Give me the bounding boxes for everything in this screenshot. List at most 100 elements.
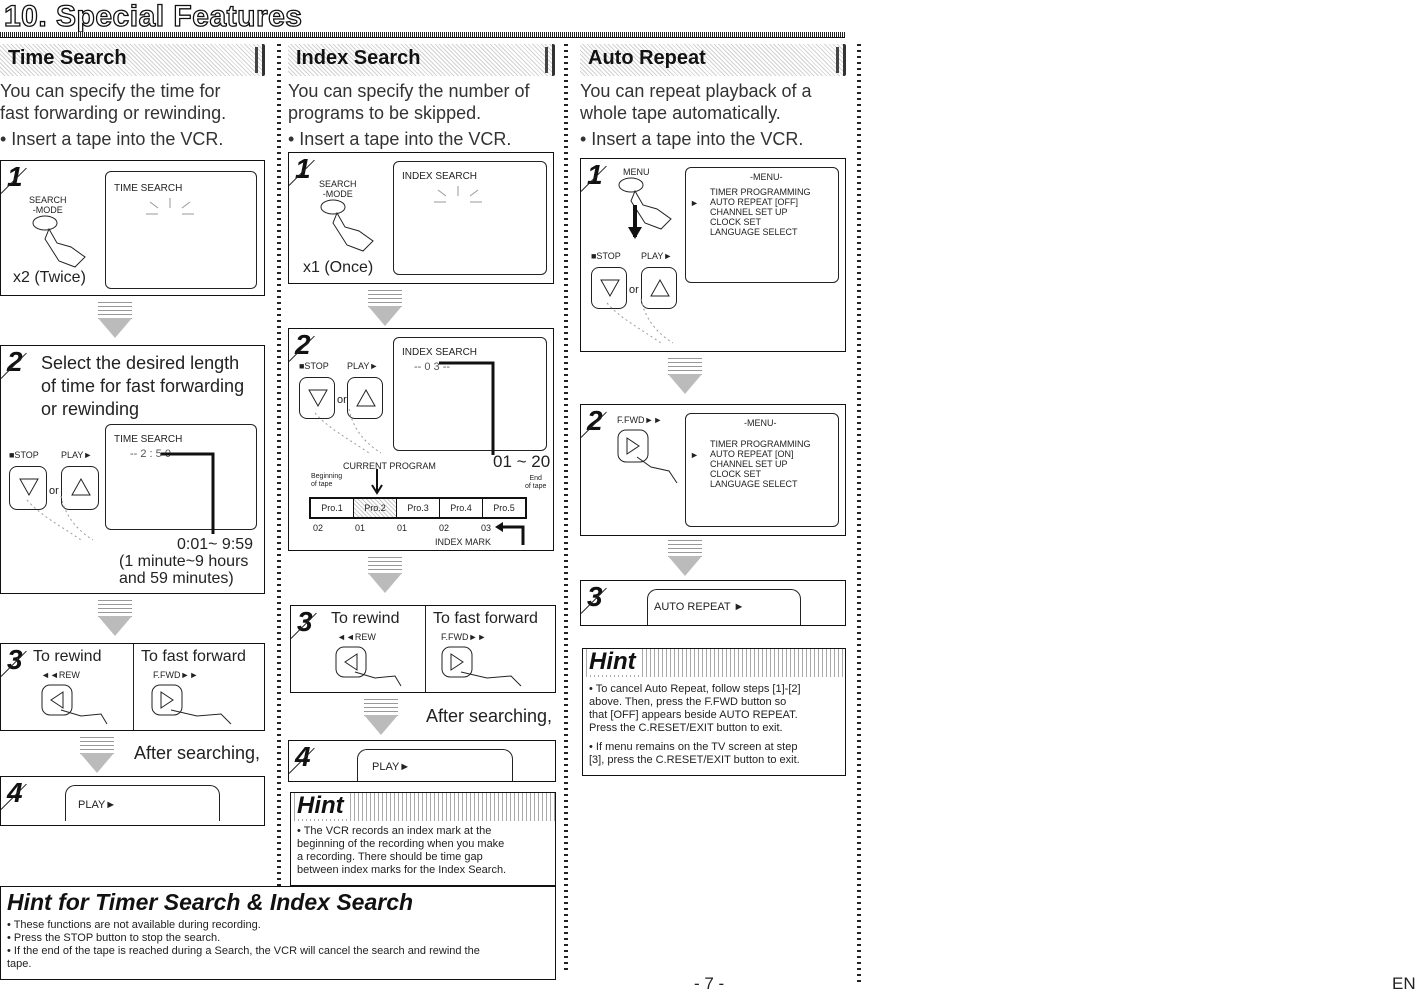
time-search-step-3: 3 To rewind To fast forward ◄◄REW F.FWD►… [0, 643, 265, 731]
program-cell: Pro.3 [397, 499, 440, 517]
tv-screen: PLAY► [357, 749, 513, 781]
page-title: 10. Special Features [3, 0, 303, 34]
down-arrow-icon [98, 616, 132, 636]
step-number: 1 [7, 161, 23, 192]
auto-repeat-step-2: 2 F.FWD►► -MENU- ► TIMER PROGRAMMING AUT… [580, 404, 846, 536]
down-arrow-icon [668, 556, 702, 576]
ffwd-button-icon [151, 684, 232, 725]
program-cell: Pro.1 [311, 499, 354, 517]
time-search-intro: You can specify the time for [0, 81, 221, 101]
down-arrow-icon [98, 318, 132, 338]
hand-press-icon [26, 496, 94, 541]
index-search-heading-band: Index Search [288, 44, 555, 76]
stop-button-icon [9, 466, 47, 510]
menu-cursor: ► [690, 450, 699, 460]
hand-press-icon [32, 215, 86, 268]
menu-item: CHANNEL SET UP [710, 459, 788, 469]
time-search-intro: fast forwarding or rewinding. [0, 103, 227, 123]
tv-screen: TIME SEARCH -- 2 : 5 0 -- [105, 424, 257, 530]
hint-title: Hint [297, 793, 348, 819]
page-number: - 7 - [694, 974, 725, 993]
index-mark-number: 01 [355, 523, 366, 533]
ffwd-button-icon [617, 429, 678, 484]
time-search-heading: Time Search [8, 47, 127, 69]
ffwd-button-label: F.FWD►► [153, 670, 199, 680]
menu-item: TIMER PROGRAMMING [710, 187, 811, 197]
index-mark-number: 02 [439, 523, 450, 533]
program-cell: Pro.4 [440, 499, 483, 517]
menu-button-label: MENU [623, 167, 650, 177]
time-search-step-1: 1 SEARCH -MODE TIME SEARCH x2 (Twice) [0, 160, 265, 296]
tv-screen: PLAY► [65, 785, 220, 821]
menu-item: LANGUAGE SELECT [710, 227, 798, 237]
index-search-heading: Index Search [296, 47, 421, 69]
auto-repeat-hint: Hint • To cancel Auto Repeat, follow ste… [582, 648, 846, 776]
stop-button-icon [591, 267, 627, 309]
program-range: 01 ~ 20 [493, 452, 551, 471]
time-value: -- 2 : 5 0 -- [130, 448, 182, 460]
down-arrow-icon [368, 573, 402, 593]
hand-press-icon [618, 177, 672, 239]
tv-screen: AUTO REPEAT ► [647, 589, 801, 625]
tv-screen: INDEX SEARCH [393, 161, 547, 275]
search-mode-button-label: SEARCH -MODE [319, 179, 357, 199]
menu-item: AUTO REPEAT [ON] [710, 449, 794, 459]
hand-press-icon [314, 409, 382, 454]
down-arrow-icon [368, 306, 402, 326]
down-arrow-icon [371, 469, 383, 495]
menu-item: AUTO REPEAT [OFF] [710, 197, 799, 207]
index-search-hint: Hint • The VCR records an index mark at … [290, 792, 556, 886]
menu-title: -MENU- [744, 418, 777, 428]
hint-title: Hint for Timer Search & Index Search [7, 889, 418, 915]
index-search-step-4: 4 PLAY► [288, 740, 556, 782]
time-search-step-4: 4 PLAY► [0, 776, 265, 826]
index-mark-number: 01 [397, 523, 408, 533]
tv-screen: -MENU- ► TIMER PROGRAMMING AUTO REPEAT [… [685, 167, 839, 283]
tv-screen: TIME SEARCH [105, 171, 257, 289]
play-button-icon [347, 377, 383, 419]
down-arrow-icon [364, 715, 398, 735]
menu-title: -MENU- [750, 172, 783, 182]
program-cell: Pro.5 [493, 503, 515, 513]
blink-icon [434, 186, 482, 203]
title-rule [0, 32, 845, 38]
stop-button-icon [299, 377, 335, 419]
tv-screen: INDEX SEARCH -- 0 3 -- [393, 337, 547, 451]
rewind-button-icon [335, 646, 402, 687]
time-search-heading-band: Time Search [0, 44, 265, 76]
index-mark-number: 03 [481, 523, 492, 533]
index-search-step-2: 2 ■STOP PLAY► or INDEX SEARCH -- 0 3 -- … [288, 328, 554, 551]
play-button-label: PLAY► [61, 450, 93, 460]
rewind-button-icon [41, 684, 108, 725]
index-search-step-3: 3 To rewind To fast forward ◄◄REW F.FWD►… [290, 605, 556, 693]
menu-cursor: ► [690, 198, 699, 208]
tv-screen: -MENU- ► TIMER PROGRAMMING AUTO REPEAT [… [685, 413, 839, 527]
stop-button-label: ■STOP [9, 450, 39, 460]
menu-item: CLOCK SET [710, 469, 762, 479]
hand-press-icon [320, 199, 374, 252]
current-program-label: CURRENT PROGRAM [343, 461, 436, 471]
program-value: -- 0 3 -- [414, 361, 451, 373]
menu-item: CLOCK SET [710, 217, 762, 227]
column-divider [564, 44, 568, 974]
index-mark-number: 02 [313, 523, 324, 533]
auto-repeat-step-3: 3 AUTO REPEAT ► [580, 580, 846, 626]
index-search-step-1: 1 SEARCH -MODE INDEX SEARCH x1 (Once) [288, 152, 554, 284]
tape-program-strip: Pro.1 Pro.2 Pro.3 Pro.4 Pro.5 [309, 497, 527, 519]
auto-repeat-heading: Auto Repeat [588, 47, 706, 69]
auto-repeat-heading-band: Auto Repeat [580, 44, 846, 76]
down-arrow-icon [668, 374, 702, 394]
timer-index-hint: Hint for Timer Search & Index Search • T… [0, 886, 556, 980]
rewind-button-label: ◄◄REW [41, 670, 80, 680]
auto-repeat-step-1: 1 MENU ■STOP PLAY► or -MENU- ► TIMER PRO… [580, 158, 846, 352]
down-arrow-icon [80, 753, 114, 773]
play-button-icon [61, 466, 99, 510]
time-search-step-2: 2 Select the desired length of time for … [0, 345, 265, 594]
ffwd-button-icon [441, 646, 522, 687]
menu-item: TIMER PROGRAMMING [710, 439, 811, 449]
column-divider [857, 44, 861, 984]
blink-icon [146, 198, 194, 215]
play-button-icon [641, 267, 677, 309]
program-cell: Pro.2 [354, 499, 397, 517]
ffwd-button-label: F.FWD►► [617, 415, 663, 425]
